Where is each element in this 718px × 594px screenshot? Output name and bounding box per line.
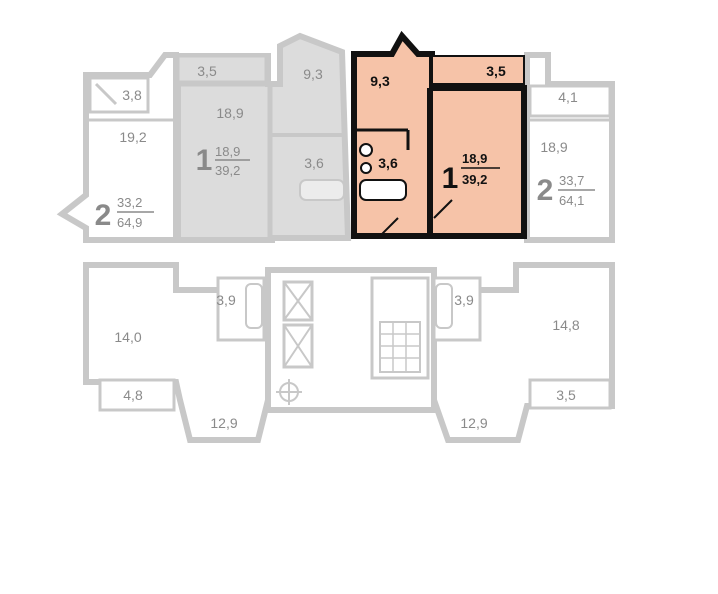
gray-bathtub: [299, 179, 345, 201]
room-area-kitchen-lower-left: 12,9: [210, 415, 237, 431]
apartment-living-area: 18,9: [462, 151, 487, 166]
room-area-room-lower-right: 14,8: [552, 317, 579, 333]
stair-steps: [379, 321, 421, 373]
room-area-room-lower-left: 14,0: [114, 329, 141, 345]
room-area-balcony-br: 3,5: [556, 387, 576, 403]
apartment-living-area: 33,2: [117, 195, 142, 210]
apartment-label-gray-1: 1 18,9 39,2: [196, 144, 250, 178]
room-area-balcony-tl: 3,8: [122, 87, 142, 103]
hi-toilet: [360, 162, 372, 174]
core-details: [276, 276, 430, 405]
balcony-top-right: [528, 84, 612, 118]
balcony-left-top: [88, 76, 150, 114]
balcony-left-bottom: [98, 378, 176, 412]
apartment-total-area: 39,2: [462, 172, 487, 187]
tub-left-lower: [245, 283, 263, 329]
balcony-top-left-gray: [176, 54, 268, 84]
room-area-balcony-bl: 4,8: [123, 387, 143, 403]
hi-sink: [359, 143, 373, 157]
room-area-balcony-top-gray: 3,5: [197, 63, 217, 79]
room-area-balcony-tr: 4,1: [558, 89, 578, 105]
tub-right-lower: [435, 283, 453, 329]
room-area-left-room: 19,2: [119, 129, 146, 145]
apartment-label-highlight-1: 1 18,9 39,2: [442, 151, 500, 195]
apartment-total-area: 64,9: [117, 215, 142, 230]
apartment-rooms-count: 2: [537, 174, 554, 207]
room-area-room-gray: 18,9: [216, 105, 243, 121]
room-area-bath-gray: 3,6: [304, 155, 324, 171]
room-area-kitchen-gray: 9,3: [303, 66, 323, 82]
elevator-1-x2: [283, 281, 313, 321]
apartment-label-left-2: 2 33,2 64,9: [95, 195, 154, 232]
balcony-left-diagonal: [94, 82, 118, 106]
apartment-rooms-count: 1: [442, 162, 459, 195]
apartment-living-area: 33,7: [559, 173, 584, 188]
apartment-rooms-count: 1: [196, 144, 213, 177]
hi-door-1: [379, 217, 399, 237]
elevator-2-x2: [283, 324, 313, 368]
room-area-kitchen-hi: 9,3: [370, 73, 390, 89]
balcony-right-bottom: [528, 378, 612, 410]
hi-door-2: [433, 199, 453, 219]
apartment-label-right-2: 2 33,7 64,1: [537, 173, 595, 208]
unit-gray-one-room: [175, 32, 352, 243]
room-area-kitchen-lower-right: 12,9: [460, 415, 487, 431]
apartment-total-area: 39,2: [215, 163, 240, 178]
apartment-rooms-count: 2: [95, 199, 112, 232]
room-area-bath-lower-right: 3,9: [454, 292, 474, 308]
unit-hi-balcony: [431, 55, 525, 85]
hi-bathtub: [359, 179, 407, 201]
room-area-bath-hi: 3,6: [378, 155, 398, 171]
room-area-bath-lower-left: 3,9: [216, 292, 236, 308]
unit-highlight-one-room: [351, 30, 527, 239]
room-area-right-room: 18,9: [540, 139, 567, 155]
lower-bathrooms: [216, 276, 482, 342]
room-area-balcony-hi: 3,5: [486, 63, 506, 79]
apartment-living-area: 18,9: [215, 144, 240, 159]
apartment-total-area: 64,1: [559, 193, 584, 208]
